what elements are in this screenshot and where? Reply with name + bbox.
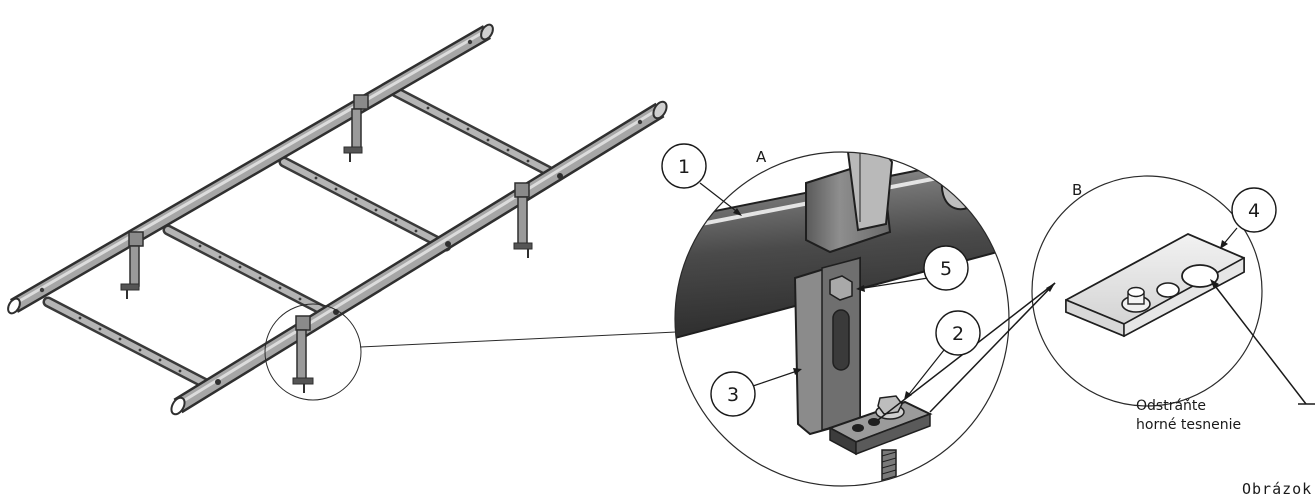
detail-leader-line — [359, 331, 677, 348]
hanger-bracket — [343, 94, 369, 162]
callout-5-label: 5 — [940, 258, 952, 280]
callout-1-label: 1 — [678, 156, 690, 178]
callout-3-label: 3 — [727, 384, 739, 406]
detail-a-source-circle — [264, 303, 362, 401]
callout-1 — [661, 143, 707, 189]
callout-4 — [1231, 187, 1277, 233]
note-leader — [1211, 281, 1307, 405]
detail-b-leader — [929, 282, 1056, 413]
side-rail-back — [7, 23, 494, 315]
note-line-1: Odstráňte — [1136, 398, 1206, 414]
rung — [42, 296, 216, 392]
note-line-2: horné tesnenie — [1136, 417, 1241, 433]
rung — [390, 86, 564, 182]
hanger-bracket — [292, 315, 314, 393]
detail-a-label: A — [756, 148, 767, 166]
callout-3 — [710, 371, 756, 417]
rung — [278, 156, 452, 252]
hanger-bracket — [120, 231, 144, 299]
callout-5 — [923, 245, 969, 291]
ladder-assembly — [7, 23, 668, 416]
detail-b-label: B — [1072, 181, 1082, 199]
detail-b-circle — [1031, 175, 1263, 407]
detail-b — [1031, 175, 1263, 407]
side-rail-front — [170, 100, 668, 416]
figure-caption: Obrázok 1 — [1242, 480, 1315, 498]
callout-2-label: 2 — [952, 323, 964, 345]
rung — [162, 224, 336, 320]
hanger-bracket — [513, 182, 533, 258]
callout-4-label: 4 — [1248, 200, 1260, 222]
callout-2 — [935, 310, 981, 356]
